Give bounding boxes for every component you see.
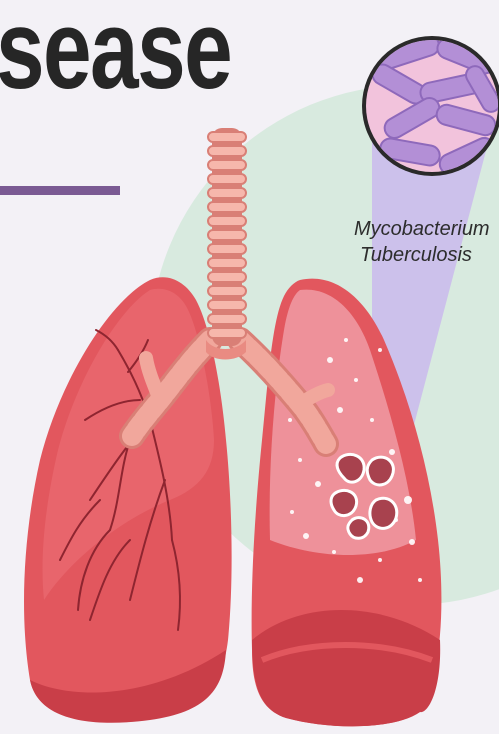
accent-rule: [0, 186, 120, 195]
caption-line-2: Tuberculosis: [354, 242, 490, 268]
bacteria-caption: Mycobacterium Tuberculosis: [354, 216, 490, 268]
caption-line-1: Mycobacterium: [354, 216, 490, 242]
page-title: sease: [0, 0, 231, 106]
